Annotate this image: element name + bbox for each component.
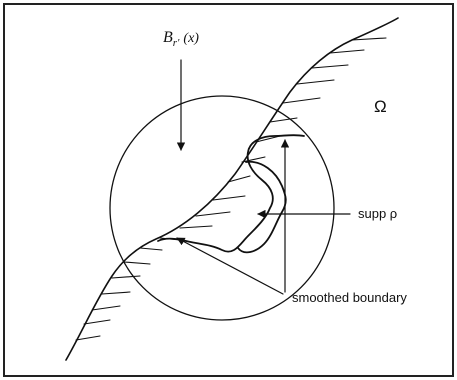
support-label: supp ρ [358,206,397,221]
figure-frame [3,3,454,377]
smoothed-boundary-curve [157,134,305,253]
support-rho-region [237,160,287,254]
ball-subscript: r' [173,37,180,49]
boundary-label: smoothed boundary [292,290,407,305]
boundary-arrow-diagonal [176,237,284,295]
ball-label: Br'(x) [163,29,199,49]
ball-argument: (x) [183,31,199,46]
ball-circle [109,95,335,321]
domain-boundary-curve [65,17,399,361]
domain-label: Ω [374,97,387,116]
